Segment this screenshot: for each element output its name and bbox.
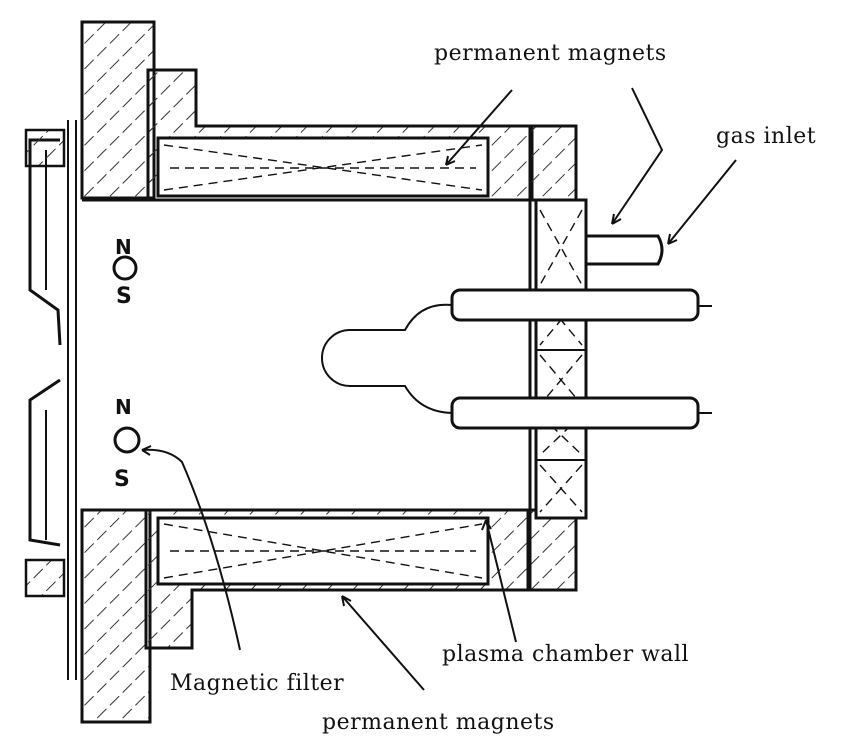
upper-south-pole: S	[116, 284, 132, 309]
upper-north-pole: N	[115, 235, 132, 259]
end-magnet-leader	[611, 87, 664, 225]
chamber-wall-leader	[481, 519, 517, 643]
top-permanent-magnet	[163, 144, 483, 191]
bottom-permanent-magnet	[163, 523, 483, 579]
right-chamber-wall	[528, 124, 578, 592]
label-plasma-chamber-wall: plasma chamber wall	[442, 642, 689, 667]
lower-magnet-circle-icon	[113, 426, 141, 454]
label-permanent-magnets-top: permanent magnets	[434, 41, 667, 66]
upper-magnet-circle-icon	[112, 255, 138, 281]
upper-filter-magnet: N S	[112, 235, 138, 309]
lower-south-pole: S	[114, 467, 130, 492]
lower-filter-magnet: N S	[113, 395, 141, 492]
extraction-grid	[24, 120, 77, 680]
bottom-chamber-wall	[144, 508, 530, 650]
top-chamber-wall	[146, 68, 534, 202]
label-magnetic-filter: Magnetic filter	[170, 671, 344, 696]
leader-lines	[141, 87, 737, 691]
lower-north-pole: N	[115, 395, 132, 419]
magnetic-filter-leader	[141, 445, 241, 651]
end-permanent-magnets	[534, 198, 588, 520]
top-magnet-leader	[445, 89, 513, 166]
gas-inlet-tube	[586, 234, 664, 266]
left-flange	[80, 20, 156, 724]
gas-inlet-leader	[667, 159, 737, 245]
filament	[321, 303, 453, 414]
bottom-magnet-leader	[341, 595, 425, 691]
label-permanent-magnets-bottom: permanent magnets	[322, 710, 555, 735]
label-gas-inlet: gas inlet	[716, 124, 816, 149]
filament-feedthroughs	[450, 288, 712, 430]
plasma-chamber	[82, 198, 532, 512]
